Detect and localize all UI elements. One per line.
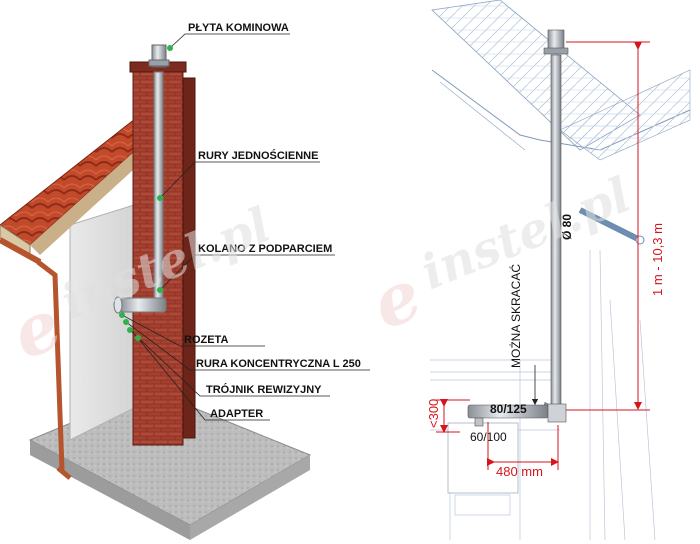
gutter [0, 237, 42, 265]
chimney-illustration: PŁYTA KOMINOWA RURY JEDNOŚCIENNE KOLANO … [0, 22, 370, 540]
label-inspection-tee: TRÓJNIK REWIZYJNY [206, 383, 322, 396]
height-range-label: 1 m - 10,3 m [650, 223, 665, 296]
max-height-dimension [436, 399, 470, 433]
label-chimney-plate: PŁYTA KOMINOWA [188, 22, 289, 34]
flue-terminal [547, 29, 565, 51]
label-single-wall-pipes: RURY JEDNOŚCIENNE [198, 149, 318, 162]
pipe-diameter-label: Ø 80 [560, 214, 574, 240]
downpipe [36, 260, 65, 471]
horizontal-dimension [487, 422, 559, 470]
label-concentric-pipe: RURA KONCENTRYCZNA L 250 [196, 358, 361, 370]
concentric-size-label: 80/125 [490, 402, 527, 416]
boiler-connection-label: 60/100 [470, 430, 507, 444]
label-adapter: ADAPTER [210, 408, 263, 420]
label-dots [119, 45, 173, 341]
max-height-label: <300 [426, 399, 441, 428]
watermark-right: e instel.pl [360, 167, 638, 346]
svg-text:instel.pl: instel.pl [414, 167, 639, 301]
inspection-tee [547, 403, 567, 423]
sketch-gutter [578, 207, 642, 243]
technical-sketch: Ø 80 1 m - 10,3 m MOŻNA SKRACAĆ 80/125 6… [426, 0, 691, 541]
horizontal-length-label: 480 mm [496, 464, 543, 479]
label-rosette: ROZETA [184, 334, 228, 346]
height-dimension [566, 41, 650, 411]
can-shorten-label: MOŻNA SKRACAĆ [508, 264, 523, 368]
label-supported-elbow: KOLANO Z PODPARCIEM [198, 243, 332, 255]
leader-lines [121, 33, 370, 421]
